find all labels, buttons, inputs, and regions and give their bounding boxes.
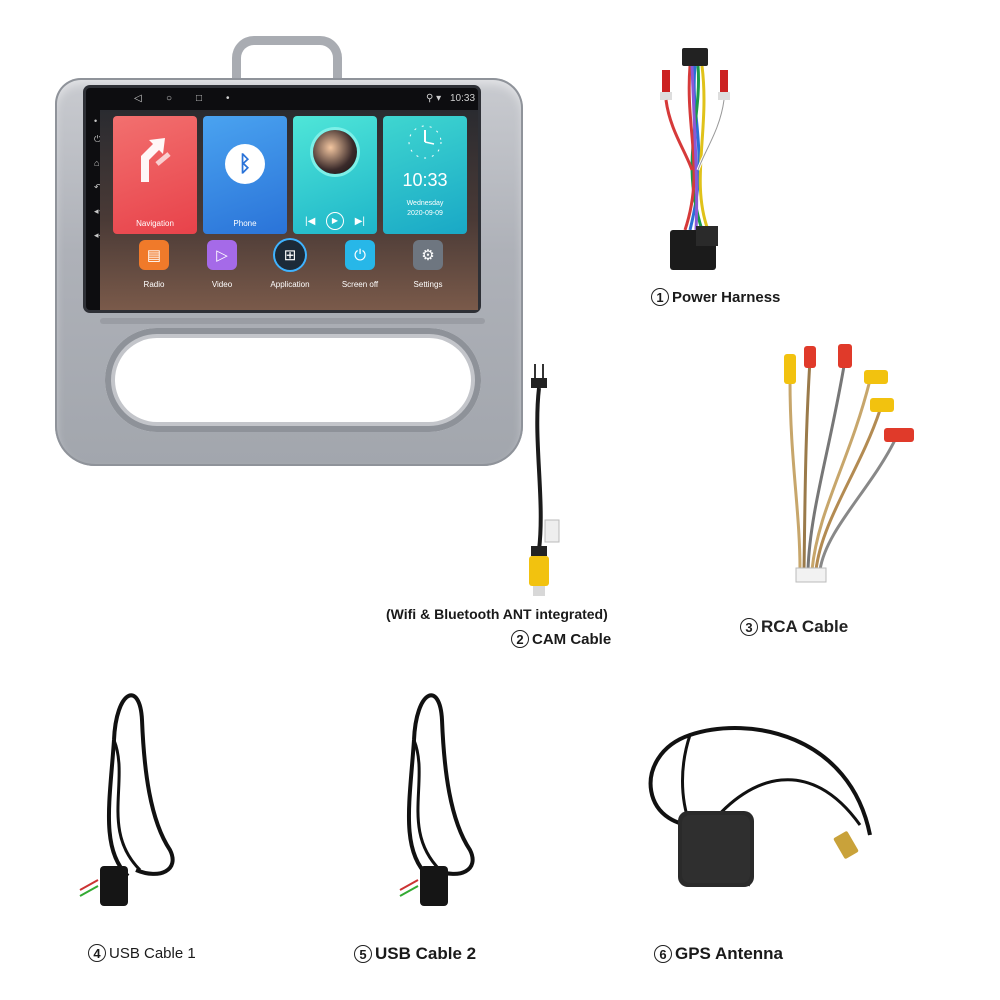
power-harness-illustration <box>660 48 730 270</box>
settings-gear-icon: ⚙ <box>413 240 443 270</box>
part-label: USB Cable 1 <box>109 945 196 962</box>
back-icon[interactable]: ◁ <box>134 93 142 104</box>
application-app[interactable]: ⊞ Application <box>260 240 320 289</box>
analog-clock-icon <box>408 125 442 159</box>
part-number: 1 <box>651 288 669 306</box>
part-label: RCA Cable <box>761 617 849 636</box>
part-number: 2 <box>511 630 529 648</box>
music-controls: |◀ ▶ ▶| <box>305 212 365 230</box>
part-label: GPS Antenna <box>675 944 783 963</box>
gps-antenna-illustration <box>648 726 872 887</box>
bluetooth-icon: ᛒ <box>225 144 265 184</box>
navigation-label: Navigation <box>136 219 174 228</box>
video-app[interactable]: ▷ Video <box>192 240 252 289</box>
music-tile[interactable]: |◀ ▶ ▶| <box>293 116 377 234</box>
phone-tile[interactable]: ᛒ Phone <box>203 116 287 234</box>
side-back-icon[interactable]: ↶ <box>94 182 102 192</box>
video-label: Video <box>211 280 233 289</box>
video-icon: ▷ <box>207 240 237 270</box>
clock-date: 2020-09-09 <box>407 210 443 217</box>
next-track-icon[interactable]: ▶| <box>354 215 365 227</box>
side-volume-up-icon[interactable]: ◂+ <box>94 206 104 216</box>
radio-label: Radio <box>143 280 165 289</box>
climate-vent-opening <box>105 328 481 432</box>
side-home-icon[interactable]: ⌂ <box>94 158 100 168</box>
application-label: Application <box>270 280 310 289</box>
usb-cable-1-illustration <box>79 693 175 906</box>
part-label: CAM Cable <box>532 631 612 648</box>
status-bar: ◁ ○ □ • ⚲ ▾ 10:33 <box>86 88 478 110</box>
usb-cable-2-illustration <box>399 693 475 906</box>
clock-weekday: Wednesday <box>406 200 444 207</box>
phone-label: Phone <box>233 219 257 228</box>
clock-tile: 10:33 Wednesday 2020-09-09 <box>383 116 467 234</box>
apps-grid-icon: ⊞ <box>275 240 305 270</box>
radio-app[interactable]: ▤ Radio <box>124 240 184 289</box>
cam-cable-note: (Wifi & Bluetooth ANT integrated) <box>386 606 608 622</box>
clock-time: 10:33 <box>402 170 448 190</box>
screen-off-label: Screen off <box>341 280 379 289</box>
navigation-arrow-icon <box>141 138 171 182</box>
part-label: Power Harness <box>672 289 781 306</box>
part-number: 4 <box>88 944 106 962</box>
home-icon[interactable]: ○ <box>166 93 173 104</box>
radio-icon: ▤ <box>139 240 169 270</box>
location-wifi-icon: ⚲ ▾ <box>426 93 442 104</box>
side-volume-down-icon[interactable]: ◂- <box>94 230 102 240</box>
notification-dot-icon: • <box>226 93 230 104</box>
settings-label: Settings <box>413 280 443 289</box>
bezel-handle <box>232 36 342 86</box>
side-power-icon[interactable]: ⏻ <box>94 134 102 144</box>
cam-cable-illustration <box>529 364 560 596</box>
bezel-trim <box>100 318 485 324</box>
rca-cable-illustration <box>784 344 914 583</box>
recents-icon[interactable]: □ <box>196 93 203 104</box>
part-number: 3 <box>740 618 758 636</box>
part-number: 5 <box>354 945 372 963</box>
side-mic-icon[interactable]: • <box>94 116 98 126</box>
play-icon[interactable]: ▶ <box>326 212 344 230</box>
part-number: 6 <box>654 945 672 963</box>
status-time: 10:33 <box>450 93 476 104</box>
settings-app[interactable]: ⚙ Settings <box>398 240 458 289</box>
previous-track-icon[interactable]: |◀ <box>305 215 316 227</box>
navigation-tile[interactable]: Navigation <box>113 116 197 234</box>
part-label: USB Cable 2 <box>375 944 477 963</box>
screen-off-app[interactable]: ⏻ Screen off <box>330 240 390 289</box>
power-icon: ⏻ <box>345 240 375 270</box>
head-unit-screen: ◁ ○ □ • ⚲ ▾ 10:33 • ⏻ ⌂ ↶ ◂+ ◂- Navigati… <box>86 88 478 310</box>
album-art-icon <box>313 130 357 174</box>
